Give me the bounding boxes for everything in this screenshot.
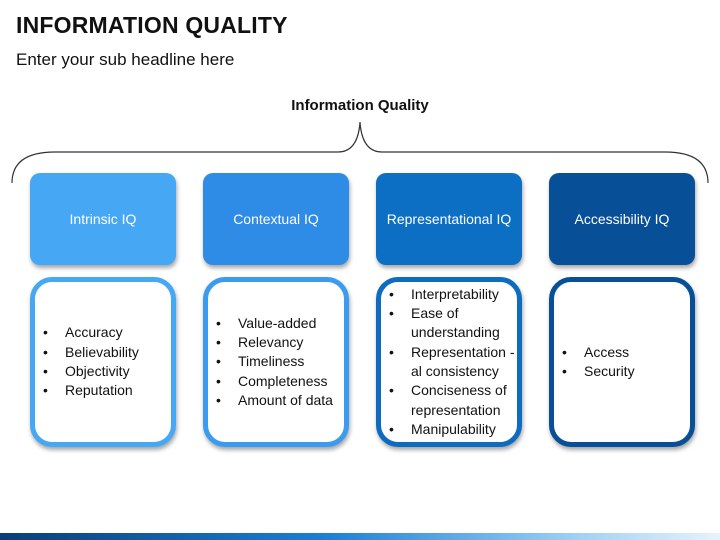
category-label: Intrinsic IQ: [69, 211, 137, 227]
attribute-list: AccuracyBelievabilityObjectivityReputati…: [35, 323, 171, 400]
category-label: Accessibility IQ: [574, 211, 670, 227]
page-subtitle: Enter your sub headline here: [16, 50, 235, 69]
list-item: Conciseness of representation: [389, 381, 517, 420]
page-title: INFORMATION QUALITY: [16, 12, 288, 38]
list-item: Amount of data: [216, 391, 344, 411]
list-item: Ease of understanding: [389, 304, 517, 343]
list-item: Representation -al consistency: [389, 343, 517, 382]
attribute-list: InterpretabilityEase of understandingRep…: [381, 285, 517, 440]
attribute-list-box: InterpretabilityEase of understandingRep…: [376, 277, 522, 447]
list-item: Reputation: [43, 381, 171, 401]
attribute-list-box: Value-addedRelevancyTimelinessCompletene…: [203, 277, 349, 447]
list-item: Security: [562, 362, 690, 382]
list-item: Believability: [43, 343, 171, 363]
list-item: Completeness: [216, 372, 344, 392]
list-item: Relevancy: [216, 333, 344, 353]
category-box: Intrinsic IQ: [30, 173, 176, 265]
attribute-list: AccessSecurity: [554, 343, 690, 382]
attribute-list: Value-addedRelevancyTimelinessCompletene…: [208, 314, 344, 411]
attribute-list-box: AccessSecurity: [549, 277, 695, 447]
list-item: Timeliness: [216, 352, 344, 372]
category-label: Contextual IQ: [233, 211, 319, 227]
list-item: Objectivity: [43, 362, 171, 382]
list-item: Manipulability: [389, 420, 517, 440]
category-box: Contextual IQ: [203, 173, 349, 265]
list-item: Accuracy: [43, 323, 171, 343]
diagram-heading: Information Quality: [291, 97, 429, 114]
category-box: Accessibility IQ: [549, 173, 695, 265]
category-box: Representational IQ: [376, 173, 522, 265]
attribute-list-box: AccuracyBelievabilityObjectivityReputati…: [30, 277, 176, 447]
list-item: Value-added: [216, 314, 344, 334]
footer-bar: [0, 533, 720, 540]
list-item: Interpretability: [389, 285, 517, 305]
list-item: Access: [562, 343, 690, 363]
category-label: Representational IQ: [386, 211, 512, 227]
